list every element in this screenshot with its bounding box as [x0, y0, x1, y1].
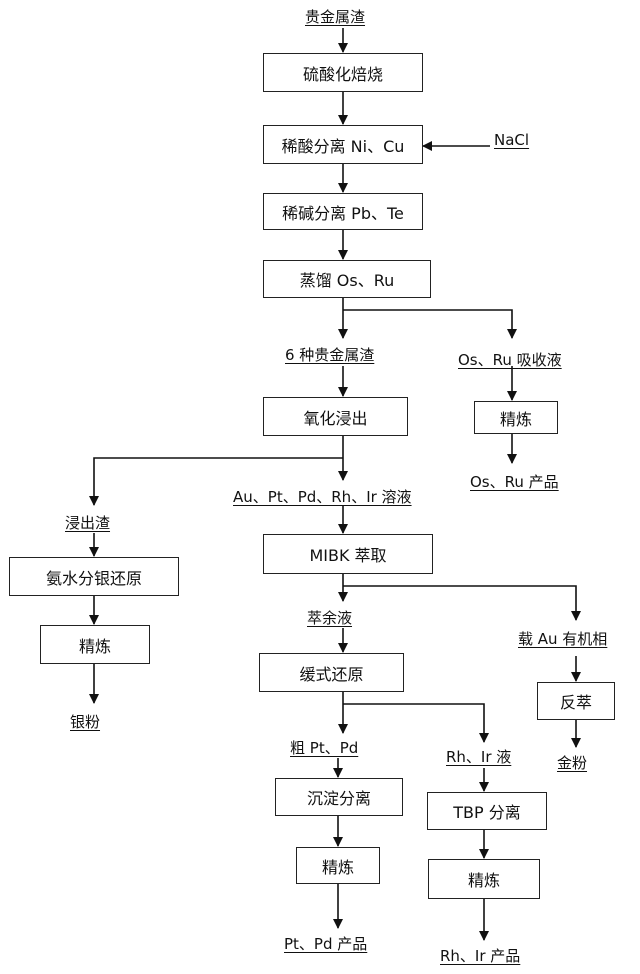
box-mibk: MIBK 萃取 — [263, 534, 433, 574]
box-slow-reduce: 缓式还原 — [259, 653, 404, 692]
arrow-slow-rhir — [343, 703, 489, 743]
label-silver: 银粉 — [70, 713, 101, 731]
label-rhir-product: Rh、Ir 产品 — [440, 947, 521, 965]
box-ammonia: 氨水分银还原 — [9, 557, 179, 596]
label-ptpd-product: Pt、Pd 产品 — [284, 935, 368, 953]
label-osru-absorb: Os、Ru 吸收液 — [458, 351, 562, 369]
label-gold: 金粉 — [557, 754, 588, 772]
box-refine-ptpd: 精炼 — [296, 847, 380, 884]
arrow-mibk-au — [343, 585, 581, 621]
label-leach-residue: 浸出渣 — [65, 514, 111, 532]
box-roast: 硫酸化焙烧 — [263, 53, 423, 92]
label-crude-ptpd: 粗 Pt、Pd — [290, 739, 359, 757]
box-refine-osru: 精炼 — [474, 401, 558, 434]
label-start: 贵金属渣 — [305, 8, 366, 26]
label-rhir-solution: Rh、Ir 液 — [446, 748, 512, 766]
box-distill: 蒸馏 Os、Ru — [263, 260, 431, 298]
label-nacl: NaCl — [494, 131, 530, 149]
label-six-pgm: 6 种贵金属渣 — [285, 346, 375, 364]
label-osru-product: Os、Ru 产品 — [470, 473, 559, 491]
label-raffinate: 萃余液 — [307, 609, 353, 627]
box-ox-leach: 氧化浸出 — [263, 397, 408, 436]
box-strip: 反萃 — [537, 682, 615, 720]
arrow-distill-osru — [343, 309, 517, 339]
arrow-ox-residue — [89, 457, 343, 506]
box-precip: 沉淀分离 — [275, 778, 403, 816]
box-refine-ag: 精炼 — [40, 625, 150, 664]
box-acid-sep: 稀酸分离 Ni、Cu — [263, 125, 423, 164]
box-alkali-sep: 稀碱分离 Pb、Te — [263, 193, 423, 230]
box-tbp: TBP 分离 — [427, 792, 547, 830]
box-refine-rhir: 精炼 — [428, 859, 540, 899]
label-au-organic: 载 Au 有机相 — [518, 630, 608, 648]
label-solution: Au、Pt、Pd、Rh、Ir 溶液 — [233, 488, 412, 506]
